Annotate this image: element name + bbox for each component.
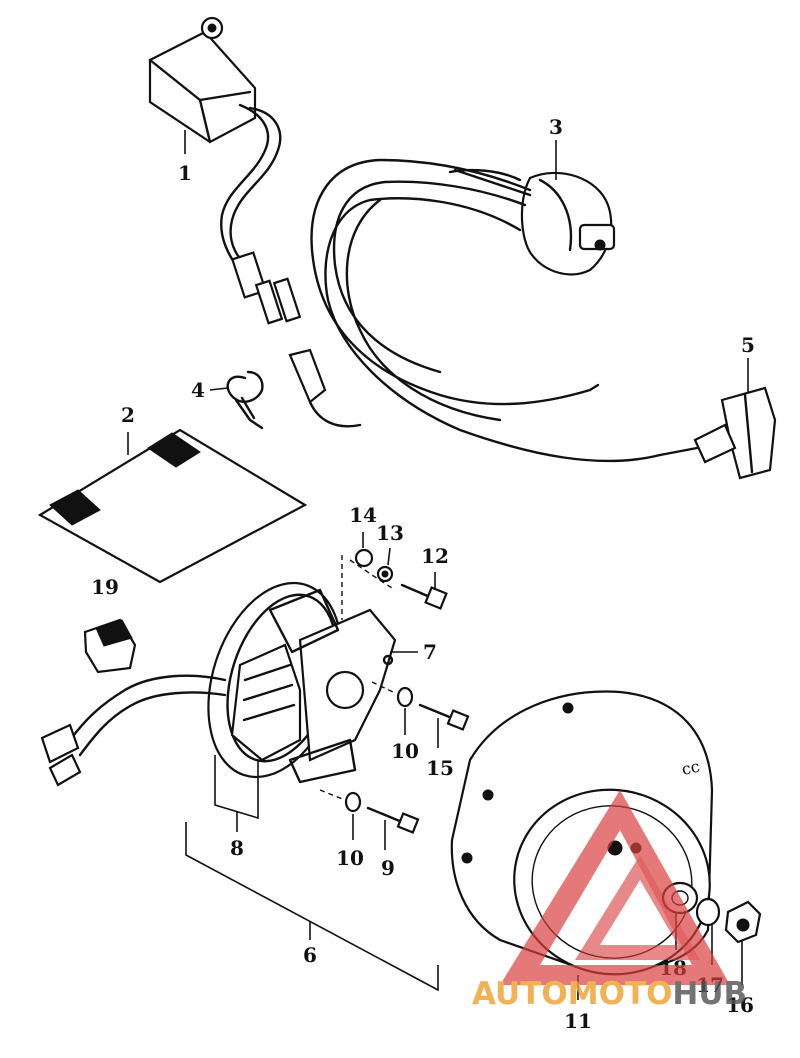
watermark-logo: AUTOMOTOHUB bbox=[472, 790, 747, 1012]
callout-13: 13 bbox=[376, 521, 404, 545]
callout-16: 16 bbox=[726, 993, 754, 1017]
callout-7: 7 bbox=[423, 640, 437, 664]
callout-10-lower: 10 bbox=[336, 846, 364, 870]
callout-14: 14 bbox=[349, 503, 377, 527]
fasteners bbox=[344, 548, 470, 834]
callout-5: 5 bbox=[741, 333, 755, 357]
callout-1: 1 bbox=[178, 161, 192, 185]
callout-10-upper: 10 bbox=[391, 739, 419, 763]
watermark-text-moto: MOTO bbox=[568, 976, 673, 1012]
callout-9: 9 bbox=[381, 856, 395, 880]
watermark-text-hub: HUB bbox=[672, 976, 747, 1012]
grommet bbox=[83, 618, 137, 674]
stator-assembly bbox=[207, 581, 397, 784]
leader-lines bbox=[127, 130, 749, 1000]
callout-8: 8 bbox=[230, 836, 244, 860]
callout-2: 2 bbox=[121, 403, 135, 427]
watermark-triangle bbox=[500, 790, 730, 985]
insulator-sheet bbox=[37, 428, 308, 584]
wire-connector bbox=[288, 348, 362, 428]
spark-plug-cap bbox=[658, 386, 777, 480]
callout-6: 6 bbox=[303, 943, 317, 967]
watermark-triangle-inner bbox=[575, 855, 700, 960]
watermark-text: AUTOMOTOHUB bbox=[472, 976, 747, 1012]
callout-15: 15 bbox=[426, 756, 454, 780]
callout-11: 11 bbox=[564, 1009, 592, 1033]
callout-12: 12 bbox=[421, 544, 449, 568]
flywheel-marking: cc bbox=[680, 757, 702, 779]
cdi-unit bbox=[148, 16, 302, 325]
watermark-text-auto: AUTO bbox=[472, 976, 568, 1012]
callout-3: 3 bbox=[549, 115, 563, 139]
callout-19: 19 bbox=[91, 575, 119, 599]
callout-4: 4 bbox=[191, 378, 205, 402]
wire-clamp bbox=[226, 370, 264, 430]
stator-wire bbox=[40, 674, 227, 787]
ignition-coil bbox=[310, 158, 662, 463]
